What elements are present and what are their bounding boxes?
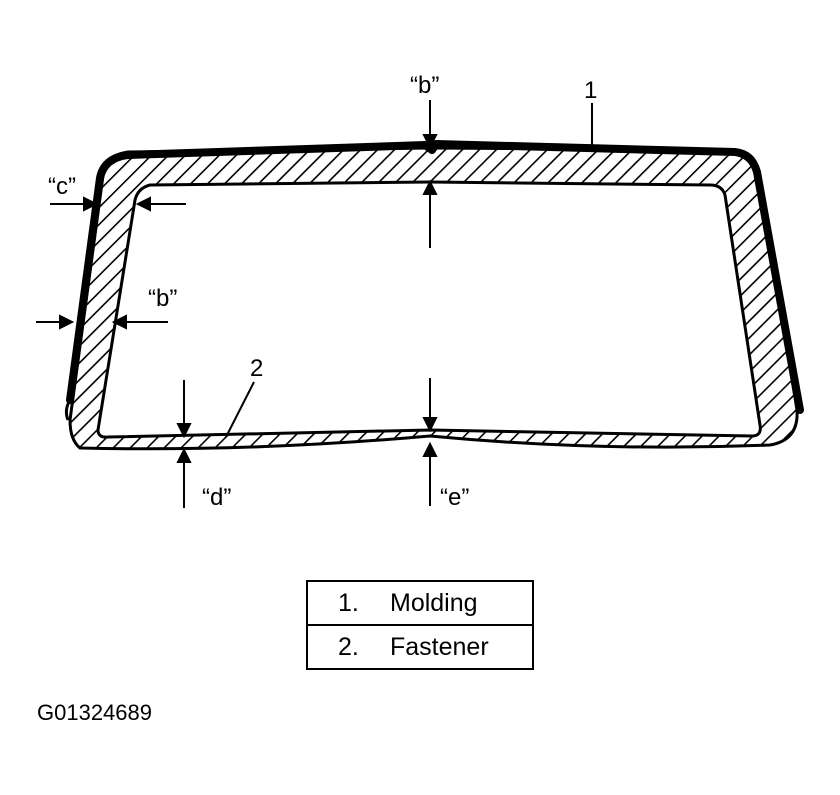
callout-part-1: 1 — [584, 77, 597, 104]
dimension-b-left — [36, 314, 168, 330]
legend-cell: 1. Molding — [306, 580, 534, 626]
legend-number: 1. — [338, 588, 359, 617]
legend-row: 1. Molding — [306, 580, 534, 626]
dimension-c — [50, 196, 186, 212]
legend-label: Molding — [390, 588, 478, 617]
callout-part-2: 2 — [250, 355, 263, 382]
legend-cell: 2. Fastener — [306, 624, 534, 670]
dimension-e — [422, 378, 438, 506]
legend-label: Fastener — [390, 632, 489, 661]
figure-id: G01324689 — [37, 700, 152, 725]
dimension-b-top — [422, 100, 438, 248]
legend-number: 2. — [338, 632, 359, 661]
dimension-d — [176, 380, 192, 508]
callout-b-left: “b” — [148, 285, 177, 312]
callout-c: “c” — [48, 173, 76, 200]
parts-legend: 1. Molding 2. Fastener — [306, 580, 534, 670]
callout-b-top: “b” — [410, 72, 439, 99]
legend-row: 2. Fastener — [306, 624, 534, 670]
molding — [66, 140, 804, 414]
callout-e: “e” — [440, 484, 469, 511]
callout-d: “d” — [202, 484, 231, 511]
molding-left-lip — [64, 399, 72, 421]
windshield-molding-diagram: 1 2 “b” “c” “b” “d” “e” — [36, 72, 804, 511]
leader-line-part-2 — [225, 381, 255, 438]
